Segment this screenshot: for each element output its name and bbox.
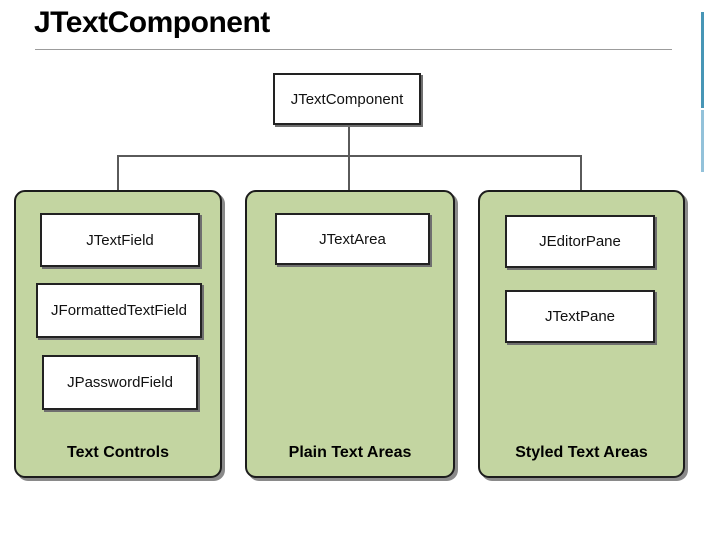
node-jformattedtextfield: JFormattedTextField — [36, 283, 202, 338]
node-jeditorpane: JEditorPane — [505, 215, 655, 268]
connector-right-vertical — [580, 155, 582, 192]
connector-left-vertical — [117, 155, 119, 192]
node-jtextpane: JTextPane — [505, 290, 655, 343]
node-jeditorpane-label: JEditorPane — [539, 233, 621, 250]
node-jtextcomponent-label: JTextComponent — [290, 90, 404, 108]
title-divider — [35, 49, 672, 50]
page-title: JTextComponent — [34, 6, 270, 39]
node-jtextfield: JTextField — [40, 213, 200, 267]
node-jtextpane-label: JTextPane — [544, 308, 616, 325]
node-jpasswordfield: JPasswordField — [42, 355, 198, 410]
node-jformattedtextfield-label: JFormattedTextField — [51, 302, 187, 319]
accent-line-bottom — [701, 110, 704, 172]
node-jtextarea: JTextArea — [275, 213, 430, 265]
connector-horizontal — [117, 155, 582, 157]
node-jtextcomponent: JTextComponent — [273, 73, 421, 125]
panel-plain-text-areas-label: Plain Text Areas — [288, 444, 412, 461]
accent-line-top — [701, 12, 704, 108]
node-jtextfield-label: JTextField — [86, 231, 154, 249]
panel-text-controls-label: Text Controls — [67, 444, 169, 461]
node-jpasswordfield-label: JPasswordField — [67, 374, 173, 391]
panel-styled-text-areas-label: Styled Text Areas — [515, 444, 648, 461]
node-jtextarea-label: JTextArea — [319, 230, 386, 248]
connector-root-vertical — [348, 125, 350, 192]
